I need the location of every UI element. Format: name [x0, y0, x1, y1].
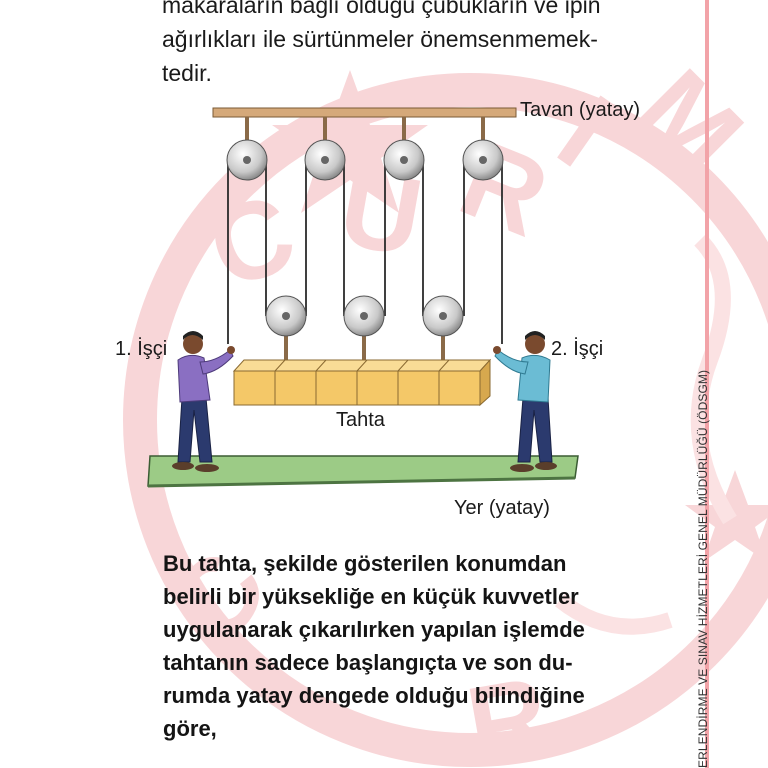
- pulley-icon: [226, 139, 268, 181]
- ground: [147, 455, 579, 488]
- worker2-label: 2. İşçi: [551, 338, 604, 360]
- intro-line: tedir.: [162, 60, 212, 86]
- intro-line: ağırlıkları ile sürtünmeler önemsenmemek…: [162, 26, 598, 52]
- board-label: Tahta: [336, 409, 385, 431]
- pulley-icon: [422, 295, 464, 337]
- pulley-icon: [462, 139, 504, 181]
- ceiling-bar: [212, 107, 517, 118]
- rope: [227, 158, 503, 344]
- question-line: göre,: [163, 716, 217, 741]
- intro-line: makaraların bağlı olduğu çubukların ve i…: [162, 0, 601, 18]
- pulley-icon: [383, 139, 425, 181]
- question-line: uygulanarak çıkarılırken yapılan işlemde: [163, 617, 585, 642]
- intro-text: makaraların bağlı olduğu çubukların ve i…: [162, 0, 682, 90]
- worker-icon: [493, 331, 557, 472]
- ceiling-label: Tavan (yatay): [520, 99, 641, 121]
- pulley-icon: [304, 139, 346, 181]
- side-vertical-text: ERLENDİRME VE SINAV HİZMETLERİ GENEL MÜD…: [696, 369, 710, 768]
- worker-icon: [172, 331, 235, 472]
- ground-label: Yer (yatay): [454, 497, 550, 519]
- pulley-icon: [265, 295, 307, 337]
- side-rule: [705, 0, 709, 768]
- pulley-icon: [343, 295, 385, 337]
- question-line: belirli bir yüksekliğe en küçük kuvvetle…: [163, 584, 579, 609]
- question-line: rumda yatay dengede olduğu bilindiğine: [163, 683, 585, 708]
- question-text: Bu tahta, şekilde gösterilen konumdan be…: [163, 547, 673, 745]
- worker1-label: 1. İşçi: [115, 338, 168, 360]
- ceiling-rods: [245, 117, 485, 158]
- question-line: tahtanın sadece başlangıçta ve son du-: [163, 650, 573, 675]
- question-line: Bu tahta, şekilde gösterilen konumdan: [163, 551, 567, 576]
- board: [232, 358, 492, 407]
